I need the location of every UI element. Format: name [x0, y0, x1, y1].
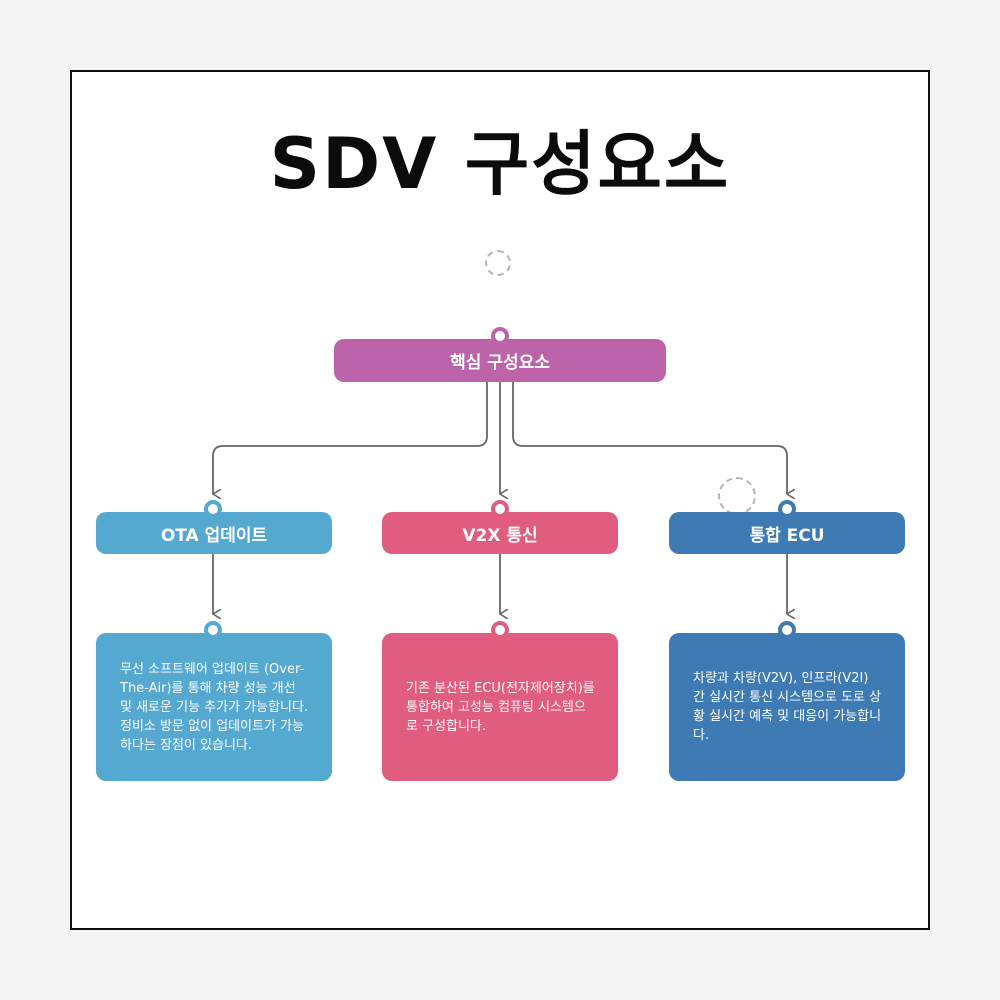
decorative-dashed-circle: [485, 250, 511, 276]
component-label-v2x: V2X 통신: [462, 525, 538, 546]
v2x-connector-pin: [491, 500, 509, 518]
component-node-ota: OTA 업데이트: [96, 512, 332, 554]
component-label-ota: OTA 업데이트: [160, 525, 268, 546]
root-node-label: 핵심 구성요소: [450, 353, 550, 373]
component-label-ecu: 통합 ECU: [749, 525, 825, 546]
v2x-description-pin: [491, 621, 509, 639]
component-node-v2x: V2X 통신: [382, 512, 618, 554]
page-title: SDV 구성요소: [269, 123, 731, 205]
description-box-v2x: 기존 분산된 ECU(전자제어장치)를 통합하여 고성능 컴퓨팅 시스템으로 구…: [382, 633, 618, 781]
component-node-ecu: 통합 ECU: [669, 512, 905, 554]
ecu-connector-pin: [778, 500, 796, 518]
root-node: 핵심 구성요소: [334, 339, 666, 382]
connector-root-to-ecu: [512, 382, 787, 494]
description-box-ota: 무선 소프트웨어 업데이트 (Over-The-Air)를 통해 차량 성능 개…: [96, 633, 332, 781]
description-box-ecu: 차량과 차량(V2V), 인프라(V2I) 간 실시간 통신 시스템으로 도로 …: [669, 633, 905, 781]
root-connector-pin: [491, 327, 509, 345]
description-text-ota: 무선 소프트웨어 업데이트 (Over-The-Air)를 통해 차량 성능 개…: [120, 661, 309, 753]
ota-connector-pin: [204, 500, 222, 518]
description-text-ecu: 차량과 차량(V2V), 인프라(V2I) 간 실시간 통신 시스템으로 도로 …: [693, 671, 882, 743]
connector-root-to-ota: [213, 382, 488, 494]
ota-description-pin: [204, 621, 222, 639]
ecu-description-pin: [778, 621, 796, 639]
description-text-v2x: 기존 분산된 ECU(전자제어장치)를 통합하여 고성능 컴퓨팅 시스템으로 구…: [406, 680, 595, 734]
